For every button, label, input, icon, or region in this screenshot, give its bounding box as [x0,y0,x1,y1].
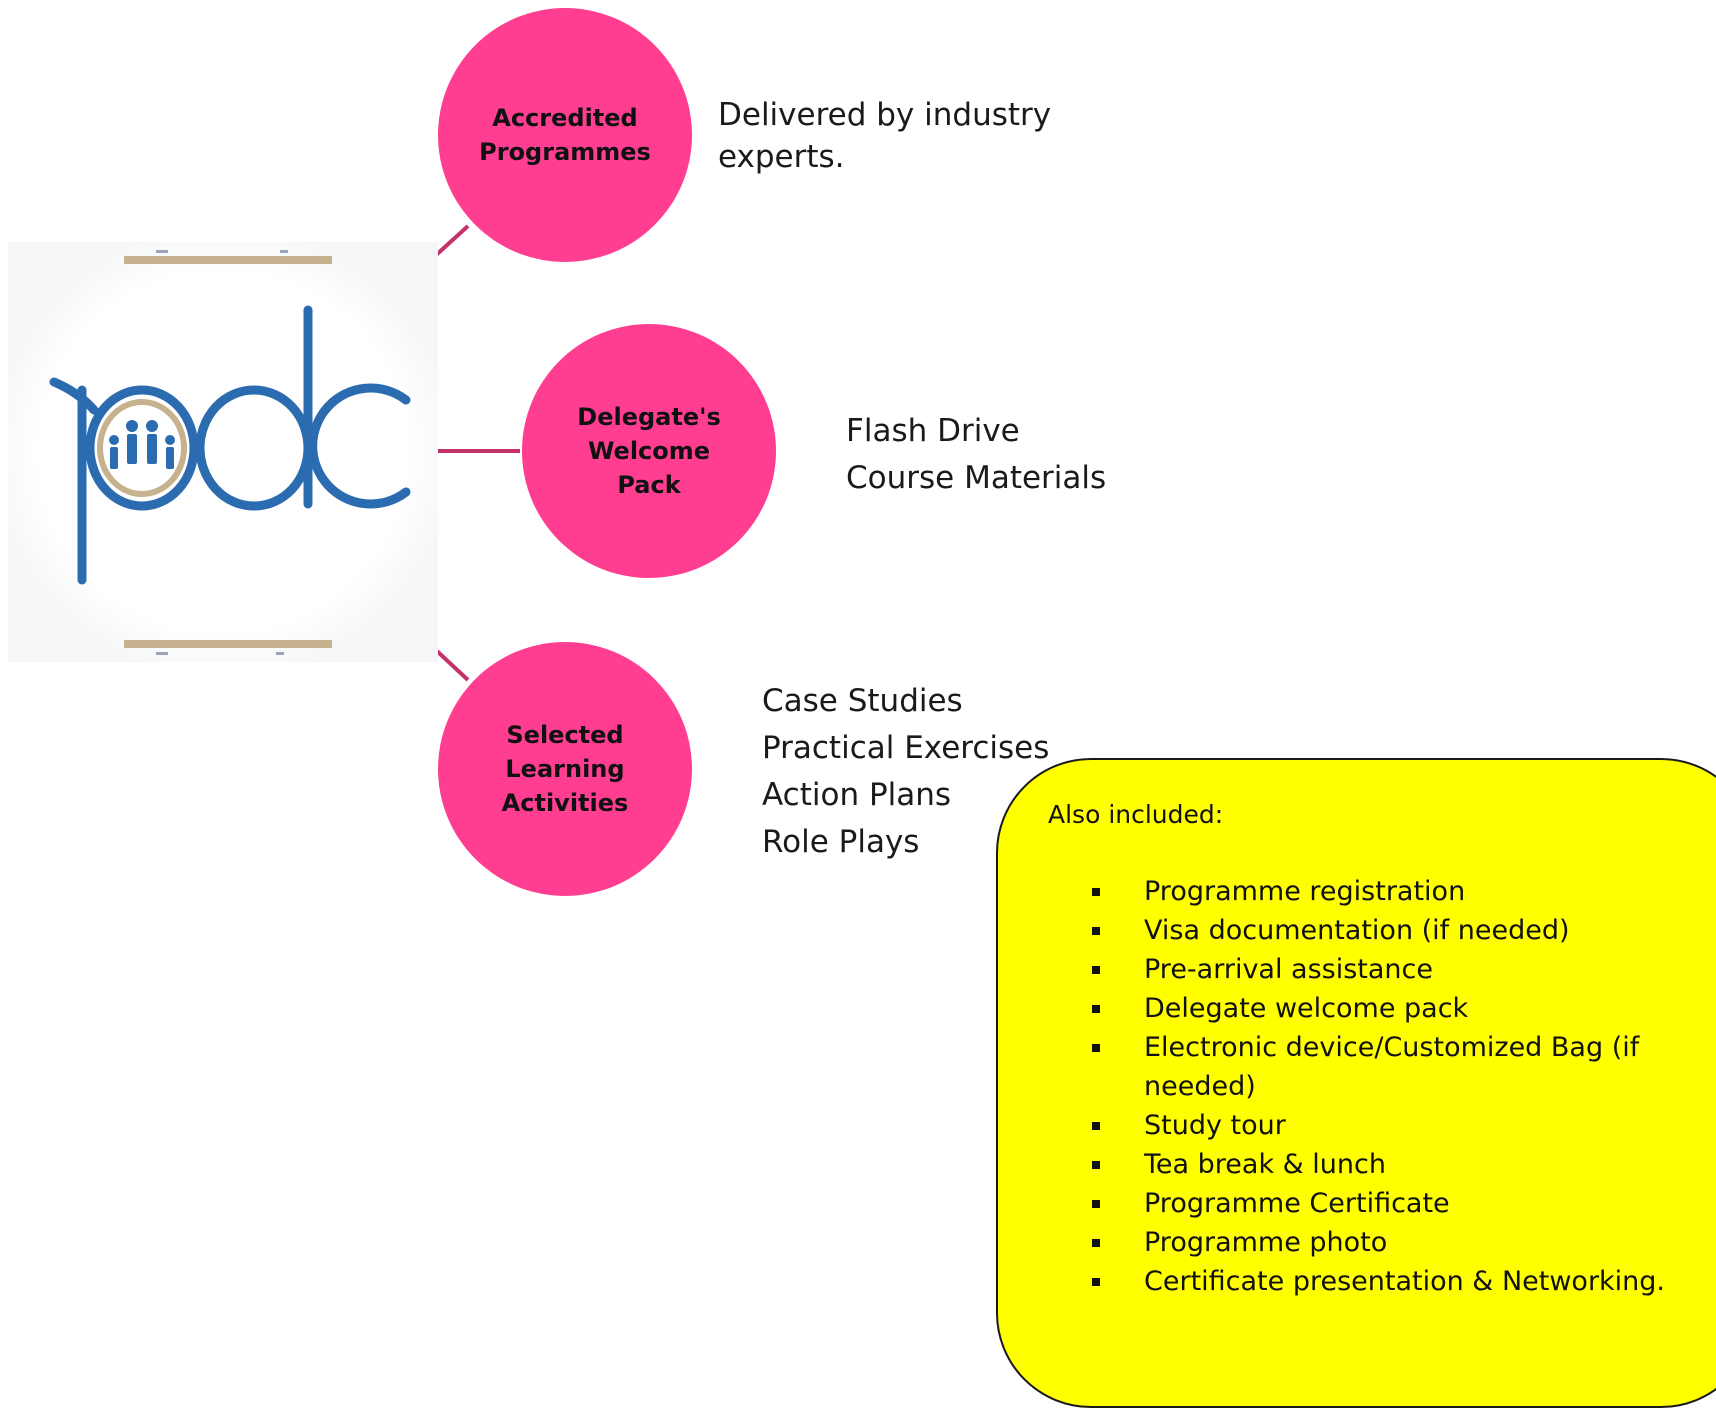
node-label-line: Activities [501,789,629,817]
list-item-text: Visa documentation (if needed) [1144,915,1570,946]
list-item-text: Delegate welcome pack [1144,993,1469,1024]
also-included-box [996,758,1716,1408]
square-bullet-icon [1092,927,1100,935]
list-item: Certificate presentation & Networking. [1088,1262,1688,1301]
node-description-accredited: Delivered by industry experts. [718,97,1052,175]
node-description-learning: Case Studies Practical Exercises Action … [762,683,1050,860]
people-icon [109,420,175,469]
also-included-title: Also included: [1048,800,1224,829]
pdc-logo-image [8,242,438,662]
list-item-text: Pre-arrival assistance [1144,954,1433,985]
node-label-line: Welcome [587,437,711,465]
node-delegates-welcome-pack: Delegate's Welcome Pack [522,324,776,578]
list-item: Visa documentation (if needed) [1088,911,1688,950]
square-bullet-icon [1092,888,1100,896]
square-bullet-icon [1092,1005,1100,1013]
list-item-text: Study tour [1144,1110,1286,1141]
node-label-line: Selected [506,721,624,749]
square-bullet-icon [1092,1278,1100,1286]
list-item: Study tour [1088,1106,1688,1145]
also-included-list: Programme registration Visa documentatio… [1088,872,1688,1301]
node-label-line: Delegate's [577,403,721,431]
square-bullet-icon [1092,1044,1100,1052]
list-item-text: Programme photo [1144,1227,1388,1258]
node-label-line: Programmes [479,138,651,166]
square-bullet-icon [1092,1161,1100,1169]
square-bullet-icon [1092,1122,1100,1130]
list-item-text: Electronic device/Customized Bag (if nee… [1144,1032,1640,1102]
list-item-text: Certificate presentation & Networking. [1144,1266,1666,1297]
square-bullet-icon [1092,1200,1100,1208]
node-accredited-programmes: Accredited Programmes [438,8,692,262]
square-bullet-icon [1092,966,1100,974]
square-bullet-icon [1092,1239,1100,1247]
node-selected-learning-activities: Selected Learning Activities [438,642,692,896]
node-description-welcome: Flash Drive Course Materials [846,413,1107,496]
pdc-logo: pdc [8,242,438,662]
list-item: Programme registration [1088,872,1688,911]
list-item-text: Programme registration [1144,876,1466,907]
list-item-text: Programme Certificate [1144,1188,1450,1219]
list-item: Programme photo [1088,1223,1688,1262]
list-item-text: Tea break & lunch [1144,1149,1386,1180]
node-label-line: Learning [505,755,625,783]
list-item: Tea break & lunch [1088,1145,1688,1184]
list-item: Programme Certificate [1088,1184,1688,1223]
list-item: Electronic device/Customized Bag (if nee… [1088,1028,1688,1106]
node-label-line: Pack [617,471,681,499]
list-item: Delegate welcome pack [1088,989,1688,1028]
node-label-line: Accredited [492,104,638,132]
list-item: Pre-arrival assistance [1088,950,1688,989]
